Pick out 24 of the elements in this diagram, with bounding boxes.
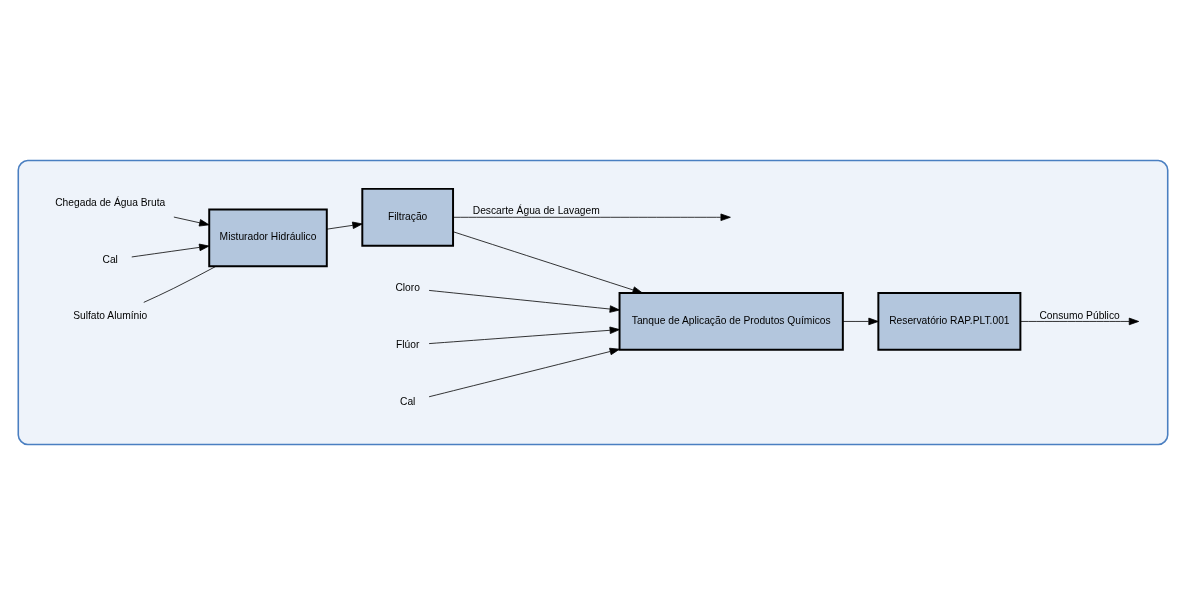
- arrow: [173, 216, 210, 227]
- arrow: [326, 221, 363, 230]
- node-box: Reservatório RAP.PLT.001: [877, 292, 1022, 351]
- arrow: [428, 347, 620, 398]
- node-text: Sulfato Alumínio: [73, 310, 148, 322]
- arrow: [428, 326, 620, 344]
- cluster: [17, 159, 1169, 446]
- arrow: [131, 243, 210, 258]
- edge-label: Descarte Água de Lavagem: [472, 205, 600, 217]
- node-box: Tanque de Aplicação de Produtos Químicos: [618, 292, 844, 351]
- node-box: Misturador Hidráulico: [208, 208, 328, 268]
- edge-label: Consumo Público: [1039, 309, 1120, 321]
- node-box: Filtração: [361, 187, 455, 247]
- connector: [143, 265, 217, 303]
- node-text: Cal: [399, 395, 416, 407]
- arrow: [842, 317, 879, 326]
- node-text: Cal: [102, 253, 118, 265]
- arrow: [452, 213, 731, 221]
- node-text: Flúor: [396, 338, 420, 350]
- arrow: [428, 290, 620, 313]
- node-text: Chegada de Água Bruta: [55, 196, 166, 208]
- arrow: [1020, 317, 1140, 326]
- arrow: [452, 231, 643, 294]
- node-text: Cloro: [395, 281, 420, 293]
